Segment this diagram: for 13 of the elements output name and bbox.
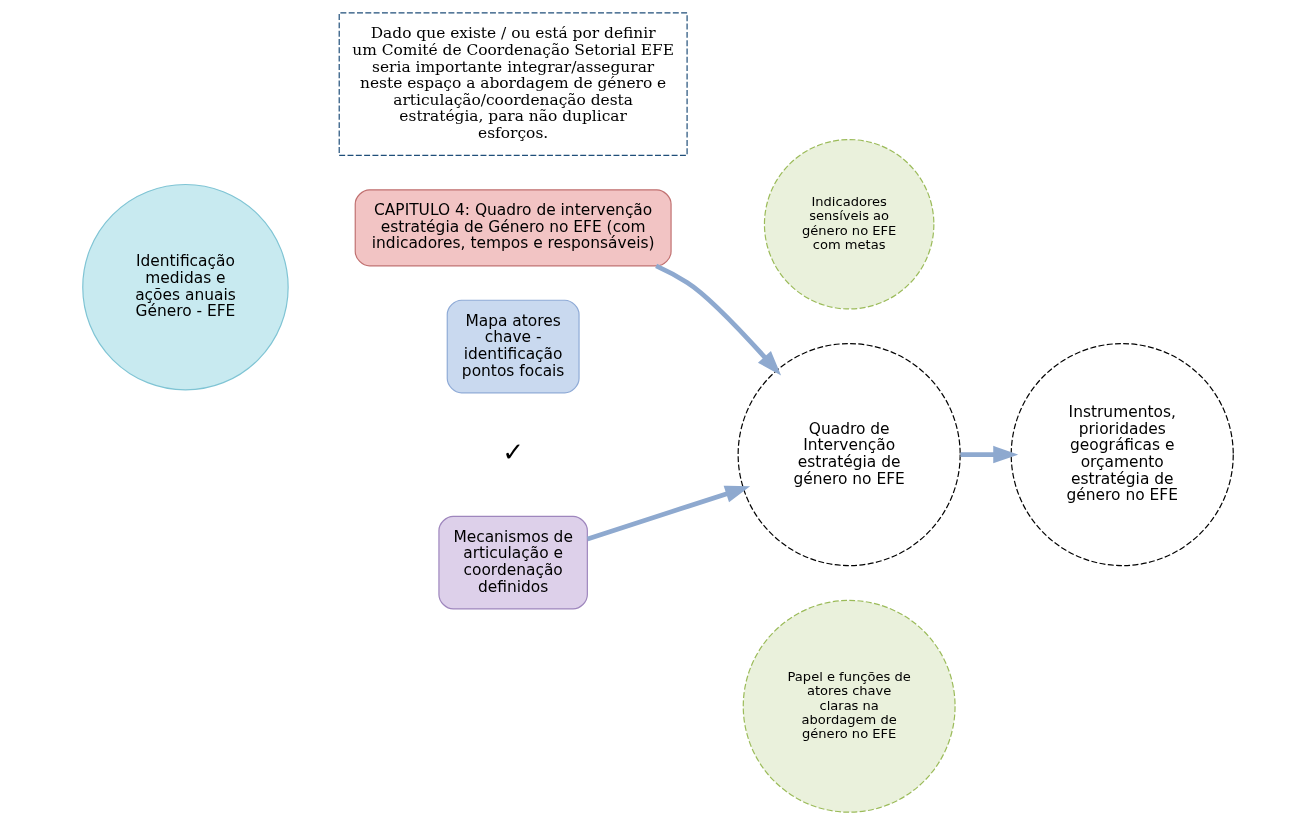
node-circle: Indicadores sensíveis ao género no EFE com metas [763,138,935,310]
node-box: Mecanismos de articulação e coordenação definidos [438,515,588,610]
label: ✓ [502,437,525,468]
node-circle: Papel e funções de atores chave claras na abordagem de género no EFE [742,599,956,813]
node-circle: Quadro de Intervenção estratégia de género no EFE [737,343,961,567]
node-box: CAPITULO 4: Quadro de intervenção estratégia de Género no EFE (com indicadores, tempos e responsáveis) [354,189,672,267]
node-circle: Instrumentos, prioridades geográficas e orçamento estratégia de género no EFE [1010,343,1234,567]
arrow [655,263,782,376]
node-circle: Identificação medidas e ações anuais Género - EFE [82,183,289,391]
node-box: Dado que existe / ou está por definir um Comité de Coordenação Setorial EFE seria importante integrar/assegurar neste espaço a abordagem de género e articulação/coordenação desta estratégia, para não duplicar esforços. [338,12,688,156]
arrow [586,485,751,542]
arrow [960,445,1019,464]
node-box: Mapa atores chave - identificação pontos focais [446,299,580,394]
